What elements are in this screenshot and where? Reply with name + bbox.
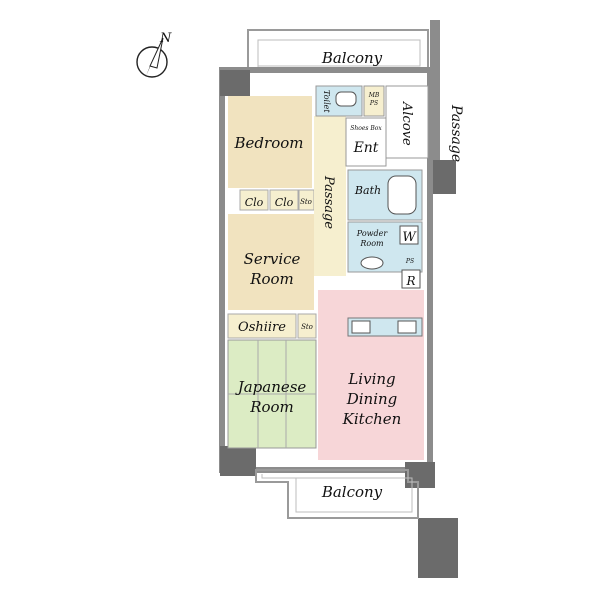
refrigerator-space <box>401 269 421 289</box>
bathtub-icon <box>387 175 417 215</box>
kitchen-sink-icon <box>351 320 371 334</box>
balcony-top-label: Balcony <box>321 49 383 67</box>
passage-outer-label: Passage <box>448 104 464 162</box>
sto-1-label: Sto <box>300 198 312 206</box>
ps-label-top: PS <box>369 100 378 107</box>
alcove-label: Alcove <box>399 101 414 146</box>
powder-room-label-line2: Room <box>359 239 384 248</box>
ldk-label-line3: Kitchen <box>342 410 402 428</box>
wall-segment <box>430 20 440 160</box>
passage-inner-label: Passage <box>321 175 336 229</box>
column <box>220 70 250 96</box>
stove-icon <box>397 320 417 334</box>
washer-space <box>399 225 419 245</box>
powder-room-label-line1: Powder <box>356 229 389 238</box>
bedroom-label: Bedroom <box>234 134 304 152</box>
toilet-label: Toilet <box>322 90 331 113</box>
mb-label: MB <box>368 92 380 99</box>
column <box>220 446 256 476</box>
ps-label: PS <box>405 258 414 265</box>
ldk-label-line2: Dining <box>346 390 398 408</box>
shoes-box-label: Shoes Box <box>350 125 382 132</box>
oshiire-label: Oshiire <box>238 320 286 335</box>
passage-inner <box>314 116 346 276</box>
clo-2-label: Clo <box>275 196 294 209</box>
service-room-label-line2: Room <box>249 270 294 288</box>
closet-2 <box>269 189 299 211</box>
ldk-label-line1: Living <box>347 370 395 388</box>
column <box>405 462 435 488</box>
compass: N <box>136 31 172 78</box>
alcove <box>385 85 429 159</box>
balcony-bottom-label: Balcony <box>321 483 383 501</box>
bedroom <box>228 96 312 188</box>
entrance-label: Ent <box>353 140 379 156</box>
japanese-room-label-line1: Japanese <box>235 378 307 396</box>
sto-2-label: Sto <box>301 323 313 331</box>
clo-1-label: Clo <box>245 196 264 209</box>
storage-2 <box>297 313 317 339</box>
entrance <box>345 117 387 167</box>
compass-north-letter: N <box>159 31 172 46</box>
column <box>418 518 458 578</box>
japanese-room-label-line2: Room <box>249 398 294 416</box>
refrigerator-label: R <box>405 274 415 288</box>
closet-1 <box>239 189 269 211</box>
washer-label: W <box>402 230 417 245</box>
sink-icon <box>360 256 384 270</box>
balcony-bottom: Balcony <box>255 469 419 519</box>
service-room <box>228 214 314 310</box>
toilet-fixture-icon <box>335 91 357 107</box>
service-room-label-line1: Service <box>244 250 301 268</box>
column <box>432 160 456 194</box>
oshiire <box>227 313 297 339</box>
bath-label: Bath <box>354 184 381 197</box>
meter-box-pipe-space <box>363 85 385 117</box>
